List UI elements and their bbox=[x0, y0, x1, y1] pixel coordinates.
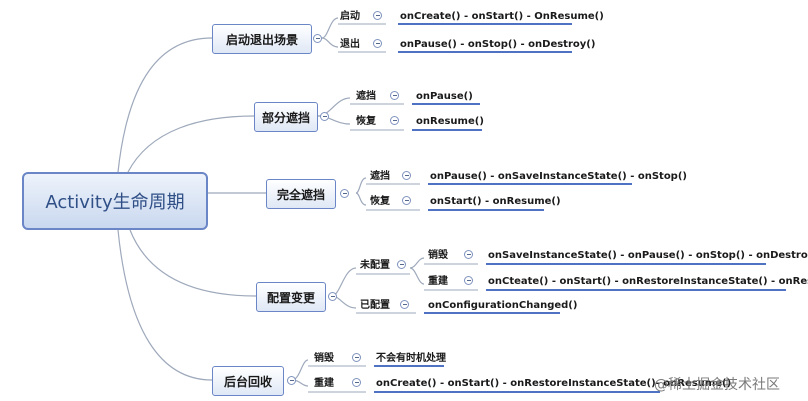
leaf-text[interactable]: onPause() - onStop() - onDestroy() bbox=[400, 39, 596, 50]
leaf-text[interactable]: onCreate() - onStart() - OnResume() bbox=[400, 11, 604, 22]
collapse-icon[interactable] bbox=[390, 91, 399, 100]
node-label[interactable]: 销毁 bbox=[428, 250, 448, 261]
collapse-icon[interactable] bbox=[328, 292, 337, 301]
collapse-icon[interactable] bbox=[287, 376, 296, 385]
leaf-text[interactable]: 不会有时机处理 bbox=[376, 353, 446, 364]
node-label[interactable]: 重建 bbox=[428, 276, 448, 287]
watermark: @稀土掘金技术社区 bbox=[654, 377, 780, 393]
collapse-icon[interactable] bbox=[373, 11, 382, 20]
leaf-text[interactable]: onCreate() - onStart() - onRestoreInstan… bbox=[376, 378, 732, 389]
collapse-icon[interactable] bbox=[400, 300, 409, 309]
collapse-icon[interactable] bbox=[340, 189, 349, 198]
node-label[interactable]: 恢复 bbox=[370, 196, 390, 207]
leaf-text[interactable]: onPause() bbox=[416, 91, 473, 102]
leaf-text[interactable]: onCteate() - onStart() - onRestoreInstan… bbox=[488, 276, 808, 287]
node-label[interactable]: 已配置 bbox=[360, 300, 390, 311]
node-label[interactable]: 销毁 bbox=[314, 353, 334, 364]
node-label[interactable]: 遮挡 bbox=[370, 171, 390, 182]
collapse-icon[interactable] bbox=[402, 171, 411, 180]
node-label[interactable]: 遮挡 bbox=[356, 91, 376, 102]
branch-config-change[interactable]: 配置变更 bbox=[256, 282, 326, 312]
branch-start-exit[interactable]: 启动退出场景 bbox=[212, 24, 312, 54]
collapse-icon[interactable] bbox=[390, 116, 399, 125]
branch-partial-cover[interactable]: 部分遮挡 bbox=[254, 102, 318, 132]
node-label[interactable]: 恢复 bbox=[356, 116, 376, 127]
collapse-icon[interactable] bbox=[373, 39, 382, 48]
leaf-text[interactable]: onStart() - onResume() bbox=[430, 196, 561, 207]
leaf-text[interactable]: onConfigurationChanged() bbox=[428, 300, 578, 311]
leaf-text[interactable]: onSaveInstanceState() - onPause() - onSt… bbox=[488, 250, 808, 261]
collapse-icon[interactable] bbox=[397, 260, 406, 269]
collapse-icon[interactable] bbox=[313, 34, 322, 43]
collapse-icon[interactable] bbox=[352, 353, 361, 362]
collapse-icon[interactable] bbox=[320, 112, 329, 121]
collapse-icon[interactable] bbox=[352, 378, 361, 387]
node-label[interactable]: 重建 bbox=[314, 378, 334, 389]
branch-full-cover[interactable]: 完全遮挡 bbox=[266, 179, 336, 209]
branch-background-recycle[interactable]: 后台回收 bbox=[212, 366, 284, 396]
leaf-text[interactable]: onResume() bbox=[416, 116, 484, 127]
collapse-icon[interactable] bbox=[464, 250, 473, 259]
root-node[interactable]: Activity生命周期 bbox=[22, 172, 208, 230]
node-label[interactable]: 未配置 bbox=[360, 260, 390, 271]
node-label[interactable]: 启动 bbox=[340, 11, 360, 22]
leaf-text[interactable]: onPause() - onSaveInstanceState() - onSt… bbox=[430, 171, 687, 182]
node-label[interactable]: 退出 bbox=[340, 39, 360, 50]
collapse-icon[interactable] bbox=[464, 276, 473, 285]
collapse-icon[interactable] bbox=[402, 196, 411, 205]
